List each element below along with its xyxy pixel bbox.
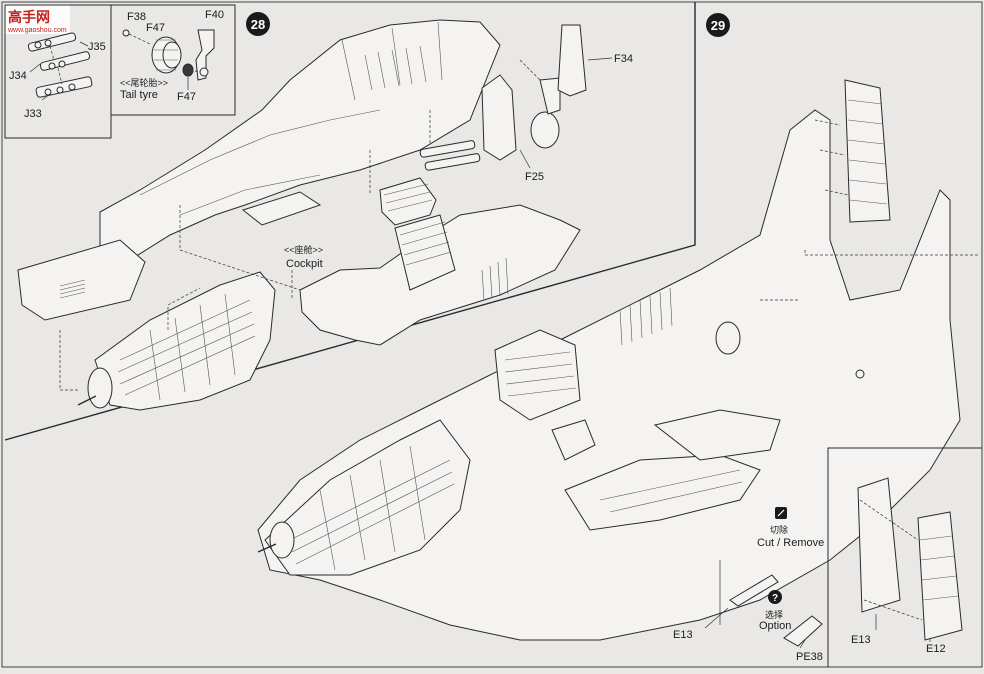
- option-caption-en: Option: [759, 620, 791, 632]
- inset-tail-tyre: F38 F47 F40 F47 <<尾轮胎>> Tail tyre: [110, 4, 236, 116]
- part-label-f34: F34: [614, 53, 633, 65]
- part-label-e13: E13: [673, 629, 693, 641]
- part-label-e13-inset: E13: [851, 634, 871, 646]
- part-label-f25: F25: [525, 171, 544, 183]
- inset-j-parts: J35 J34 J33: [4, 4, 112, 139]
- cut-remove-legend: 切除 Cut / Remove: [757, 507, 824, 549]
- tail-tyre-caption-cn: <<尾轮胎>>: [120, 77, 168, 88]
- part-label-f47-b: F47: [177, 91, 196, 103]
- tail-tyre-caption-en: Tail tyre: [120, 89, 158, 101]
- step-28-badge: 28: [246, 12, 270, 36]
- part-label-j33: J33: [24, 108, 42, 120]
- step-29-badge: 29: [706, 13, 730, 37]
- watermark-logo: 高手网 www.gaoshou.com: [4, 4, 70, 34]
- step-28-number: 28: [251, 17, 265, 32]
- part-label-pe38: PE38: [796, 651, 823, 663]
- step-28-drawing: <<座舱>> Cockpit F34 F25: [17, 19, 633, 411]
- cut-caption-en: Cut / Remove: [757, 537, 824, 549]
- part-label-f47-a: F47: [146, 22, 165, 34]
- watermark-cn: 高手网: [8, 9, 50, 25]
- option-legend: ? 选择 Option: [759, 590, 791, 632]
- cut-caption-cn: 切除: [770, 524, 788, 535]
- part-label-f40: F40: [205, 9, 224, 21]
- cockpit-caption-en: Cockpit: [286, 258, 323, 270]
- cockpit-caption-cn: <<座舱>>: [284, 244, 323, 255]
- option-symbol: ?: [772, 593, 778, 604]
- option-caption-cn: 选择: [765, 609, 783, 620]
- option-icon: [768, 590, 782, 604]
- part-label-j34: J34: [9, 70, 27, 82]
- watermark-url: www.gaoshou.com: [7, 27, 67, 34]
- inset-rudder-options: E13 E12: [827, 447, 982, 667]
- part-label-f38: F38: [127, 11, 146, 23]
- part-label-e12: E12: [926, 643, 946, 655]
- step-29-number: 29: [711, 18, 725, 33]
- bottom-callouts: E13 PE38: [673, 560, 823, 663]
- part-label-j35: J35: [88, 41, 106, 53]
